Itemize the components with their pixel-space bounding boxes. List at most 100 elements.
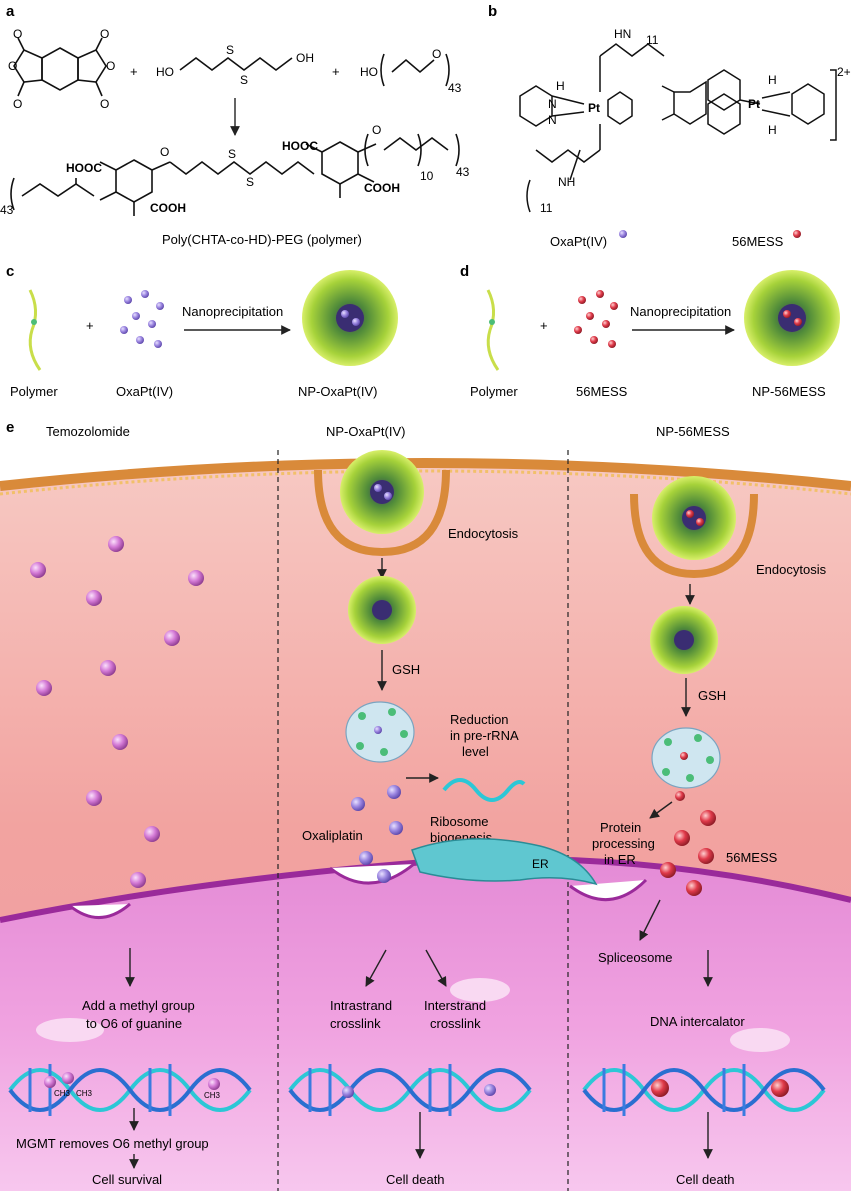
dna-helix-2	[288, 1064, 532, 1116]
polymer-s1: S	[228, 147, 236, 161]
c-drug-cluster	[120, 290, 164, 348]
oxapt-n2: N	[548, 113, 557, 127]
polymer-cooh2: COOH	[364, 181, 400, 195]
panel-e-label: e	[6, 419, 14, 436]
plus-1: +	[130, 64, 138, 79]
cell-membrane	[0, 458, 851, 491]
mess-label: 56MESS	[732, 234, 784, 249]
oxapt-n11-bottom: 11	[540, 201, 553, 215]
reduction-line3: level	[462, 744, 489, 759]
d-polymer-chain	[486, 289, 500, 371]
methyl-line1: Add a methyl group	[82, 998, 195, 1013]
cell-death-label-1: Cell death	[386, 1172, 445, 1187]
hd-s1: S	[226, 43, 234, 57]
c-polymer-chain	[28, 289, 42, 371]
chta-o6: O	[106, 59, 115, 73]
oxapt-structure	[519, 43, 665, 213]
c-product-label: NP-OxaPt(IV)	[298, 384, 377, 399]
mess-pt: Pt	[748, 97, 760, 111]
endocytosis-label-2: Endocytosis	[756, 562, 827, 577]
temozolomide-molecules	[30, 536, 204, 888]
reduction-line1: Reduction	[450, 712, 509, 727]
ch3-label-3: CH3	[204, 1091, 221, 1100]
d-nanoparticle	[744, 270, 840, 366]
d-drug-label: 56MESS	[576, 384, 628, 399]
oxapt-n1: N	[548, 97, 557, 111]
polymer-n43-right: 43	[456, 165, 470, 179]
chta-o5: O	[8, 59, 17, 73]
inter-line2: crosslink	[430, 1016, 481, 1031]
hd-ho: HO	[156, 65, 174, 79]
dna-helix-1	[8, 1064, 252, 1116]
intercalator-label: DNA intercalator	[650, 1014, 745, 1029]
hd-s2: S	[240, 73, 248, 87]
col-temozolomide: Temozolomide	[46, 424, 130, 439]
hd-oh: OH	[296, 51, 314, 65]
c-nanoparticle	[302, 270, 398, 366]
cell-death-label-2: Cell death	[676, 1172, 735, 1187]
d-arrow-label: Nanoprecipitation	[630, 304, 731, 319]
panel-d-label: d	[460, 263, 469, 280]
spliceosome-label: Spliceosome	[598, 950, 672, 965]
oxaliplatin-label: Oxaliplatin	[302, 828, 363, 843]
56mess-label: 56MESS	[726, 850, 778, 865]
polymer-hooc1: HOOC	[66, 161, 102, 175]
nuclear-pore-3	[569, 878, 648, 901]
plus-2: +	[332, 64, 340, 79]
oxapt-label: OxaPt(IV)	[550, 234, 607, 249]
reduction-line2: in pre-rRNA	[450, 728, 519, 743]
d-plus: +	[540, 318, 548, 333]
oxapt-hn: HN	[614, 27, 631, 41]
peg-o: O	[432, 47, 441, 61]
degraded-np-2	[651, 727, 721, 789]
d-polymer-bead	[489, 319, 495, 325]
col-np-56mess: NP-56MESS	[656, 424, 730, 439]
mess-charge: 2+	[837, 65, 851, 79]
er-label: ER	[532, 857, 549, 871]
nuclear-pore-1	[69, 902, 131, 919]
oxapt-h2-1: H	[556, 79, 565, 93]
gsh-label-2: GSH	[698, 688, 726, 703]
nuclear-pore-2	[329, 862, 415, 885]
polymer-o2: O	[372, 123, 381, 137]
endocytosis-label-1: Endocytosis	[448, 526, 519, 541]
polymer-label: Poly(CHTA-co-HD)-PEG (polymer)	[162, 232, 362, 247]
internalized-np-1	[348, 576, 416, 644]
dna-helix-3	[582, 1064, 826, 1116]
c-plus: +	[86, 318, 94, 333]
oxapt-n11-top: 11	[646, 33, 659, 47]
internalized-np-2	[650, 606, 718, 674]
protein-line1: Protein	[600, 820, 641, 835]
oxaliplatin-molecules	[351, 785, 403, 883]
chta-o2: O	[13, 97, 22, 111]
peg-ho: HO	[360, 65, 378, 79]
polymer-n10: 10	[420, 169, 434, 183]
ch3-label-2: CH3	[76, 1089, 93, 1098]
polymer-o1: O	[160, 145, 169, 159]
protein-line3: in ER	[604, 852, 636, 867]
ribosome-line1: Ribosome	[430, 814, 489, 829]
d-polymer-label: Polymer	[470, 384, 518, 399]
inter-line1: Interstrand	[424, 998, 486, 1013]
cell-survival-label: Cell survival	[92, 1172, 162, 1187]
mess-legend-dot	[793, 230, 801, 238]
peg-n43: 43	[448, 81, 462, 95]
c-drug-label: OxaPt(IV)	[116, 384, 173, 399]
protein-line2: processing	[592, 836, 655, 851]
gsh-label-1: GSH	[392, 662, 420, 677]
mgmt-label: MGMT removes O6 methyl group	[16, 1136, 209, 1151]
oxapt-pt: Pt	[588, 101, 600, 115]
mess-h2-1: H	[768, 73, 777, 87]
d-drug-cluster	[574, 290, 618, 348]
polymer-structure	[10, 133, 460, 216]
ch3-label-1: CH3	[54, 1089, 71, 1098]
pre-rrna	[442, 778, 526, 802]
polymer-n43-left: 43	[0, 203, 14, 217]
endocytosis-vesicle-1	[314, 450, 450, 557]
intra-line1: Intrastrand	[330, 998, 392, 1013]
degraded-np-1	[345, 701, 415, 763]
polymer-s2: S	[246, 175, 254, 189]
panel-c-label: c	[6, 263, 14, 280]
